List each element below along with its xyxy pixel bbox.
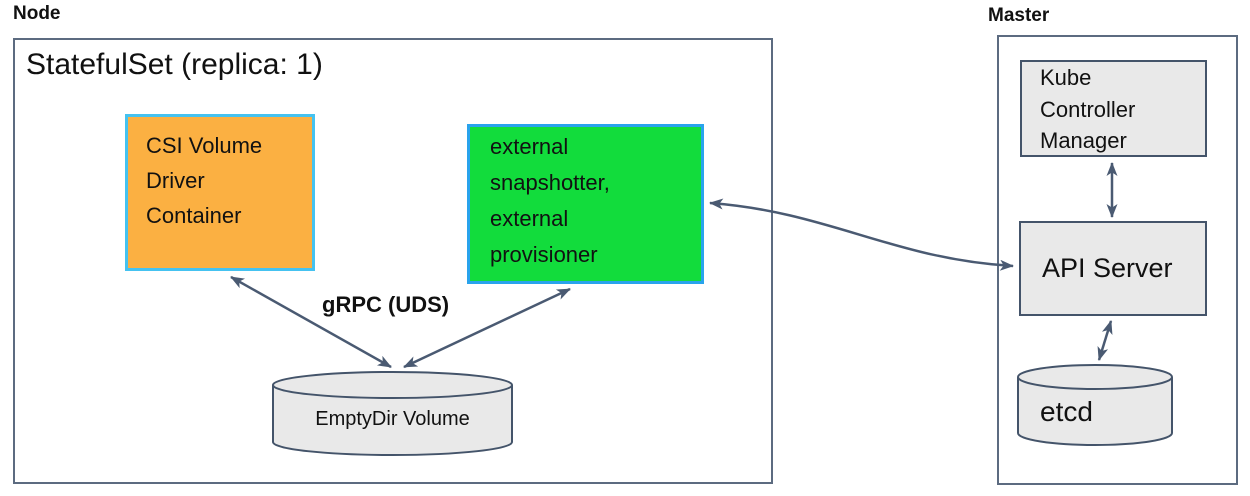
api-server-box: API Server [1019,221,1207,316]
grpc-uds-label: gRPC (UDS) [322,292,450,317]
kube-controller-manager-box: Kube Controller Manager [1020,60,1207,157]
emptydir-volume-label: EmptyDir Volume [315,408,470,430]
sidecar-containers-box: external snapshotter, external provision… [467,124,704,284]
etcd-label: etcd [1040,396,1093,427]
node-section-label: Node [13,3,61,24]
statefulset-title: StatefulSet (replica: 1) [26,48,323,81]
csi-volume-driver-container-box: CSI Volume Driver Container [125,114,315,271]
master-section-label: Master [988,5,1050,26]
